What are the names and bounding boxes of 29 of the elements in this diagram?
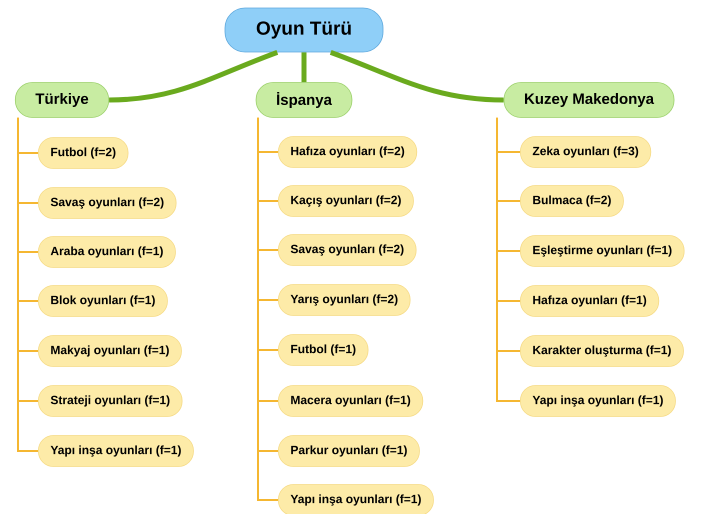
item-box: Savaş oyunları (f=2) [38, 187, 177, 219]
item-box: Eşleştirme oyunları (f=1) [520, 235, 685, 267]
item-box: Savaş oyunları (f=2) [278, 234, 417, 266]
item-box: Makyaj oyunları (f=1) [38, 335, 182, 367]
item-box: Futbol (f=2) [38, 137, 128, 169]
item-box: Macera oyunları (f=1) [278, 385, 424, 417]
item-box: Karakter oluşturma (f=1) [520, 335, 684, 367]
item-box: Strateji oyunları (f=1) [38, 385, 182, 417]
item-box: Yarış oyunları (f=2) [278, 284, 411, 316]
item-box: Parkur oyunları (f=1) [278, 435, 420, 467]
item-box: Hafıza oyunları (f=1) [520, 285, 660, 317]
connector-line [496, 118, 520, 402]
item-box: Yapı inşa oyunları (f=1) [520, 385, 676, 417]
item-box: Zeka oyunları (f=3) [520, 136, 652, 168]
item-box: Kaçış oyunları (f=2) [278, 185, 414, 217]
item-box: Bulmaca (f=2) [520, 185, 624, 217]
item-box: Araba oyunları (f=1) [38, 236, 176, 268]
title-box: Oyun Türü [224, 8, 384, 52]
item-box: Futbol (f=1) [278, 334, 368, 366]
category-box: Kuzey Makedonya [504, 82, 674, 118]
category-box: İspanya [256, 82, 352, 118]
connector-curve [109, 50, 278, 102]
item-box: Blok oyunları (f=1) [38, 285, 168, 317]
connector-curve [330, 50, 504, 102]
item-box: Yapı inşa oyunları (f=1) [278, 484, 434, 514]
category-box: Türkiye [14, 82, 110, 118]
item-box: Hafıza oyunları (f=2) [278, 136, 418, 168]
item-box: Yapı inşa oyunları (f=1) [38, 435, 194, 467]
connector-curve [302, 52, 306, 82]
